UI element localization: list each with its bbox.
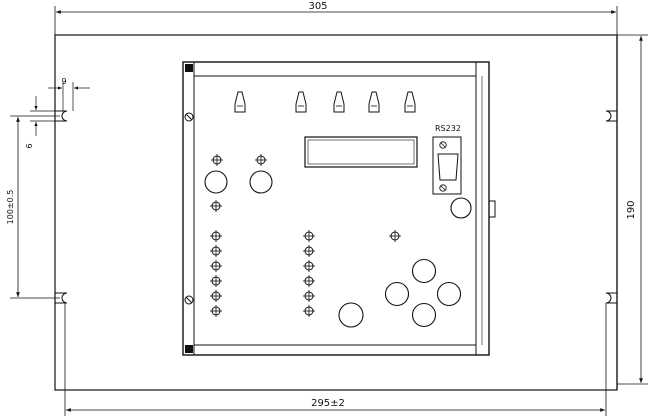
led-mid-5 [303, 290, 315, 302]
dimension-slot-height: 6 [25, 96, 55, 149]
toggle-switch-2 [295, 91, 307, 113]
dimension-label-6: 6 [25, 143, 34, 148]
dimension-bottom-width: 295±2 [64, 303, 607, 416]
device-front-panel [182, 61, 496, 356]
panel-screw-bottom [184, 295, 194, 305]
keypad-right [436, 281, 462, 307]
led-column-left [210, 230, 222, 317]
directional-keypad [384, 258, 462, 328]
led-left-4 [210, 275, 222, 287]
keypad-left [384, 281, 410, 307]
toggle-switch-5 [404, 91, 416, 113]
dimension-label-305: 305 [308, 1, 327, 12]
led-indicator-b [255, 154, 267, 166]
led-mid-3 [303, 260, 315, 272]
led-left-2 [210, 245, 222, 257]
led-mid-1 [303, 230, 315, 242]
mounting-slot-top-right [605, 110, 617, 122]
keypad-up [411, 258, 437, 284]
led-mid-2 [303, 245, 315, 257]
led-indicator-a [211, 154, 223, 166]
led-left-6 [210, 305, 222, 317]
toggle-switch-3 [333, 91, 345, 113]
led-indicator-c [210, 200, 222, 212]
mounting-plate-outline [54, 34, 618, 391]
led-mid-6 [303, 305, 315, 317]
dimension-left-spacing: 100±0.5 [6, 115, 60, 299]
rs232-label: RS232 [435, 124, 461, 133]
mounting-slot-bottom-right [605, 292, 617, 304]
toggle-switch-1 [234, 91, 246, 113]
led-mid-4 [303, 275, 315, 287]
dimension-top-width: 305 [54, 1, 618, 35]
mounting-slot-bottom-left [55, 292, 68, 304]
toggle-switch-4 [368, 91, 380, 113]
panel-screw-top [184, 112, 194, 122]
round-button-left-2 [249, 170, 273, 194]
lcd-display [304, 136, 418, 168]
dimension-label-295: 295±2 [311, 398, 345, 409]
round-button-bottom [338, 302, 364, 328]
dimension-label-190: 190 [626, 200, 637, 219]
dimension-label-100: 100±0.5 [6, 190, 15, 225]
led-column-middle [303, 230, 315, 317]
led-left-5 [210, 290, 222, 302]
dimension-label-9: 9 [61, 77, 66, 86]
led-indicator-keypad [389, 230, 401, 242]
keypad-down [411, 302, 437, 328]
dimension-slot-width: 9 [48, 77, 90, 111]
rs232-connector: RS232 [432, 124, 462, 195]
led-left-3 [210, 260, 222, 272]
led-left-1 [210, 230, 222, 242]
mounting-slot-top-left [55, 110, 68, 122]
round-button-left-1 [204, 170, 228, 194]
round-button-top-right [450, 197, 472, 219]
dimension-right-height: 190 [617, 34, 648, 385]
